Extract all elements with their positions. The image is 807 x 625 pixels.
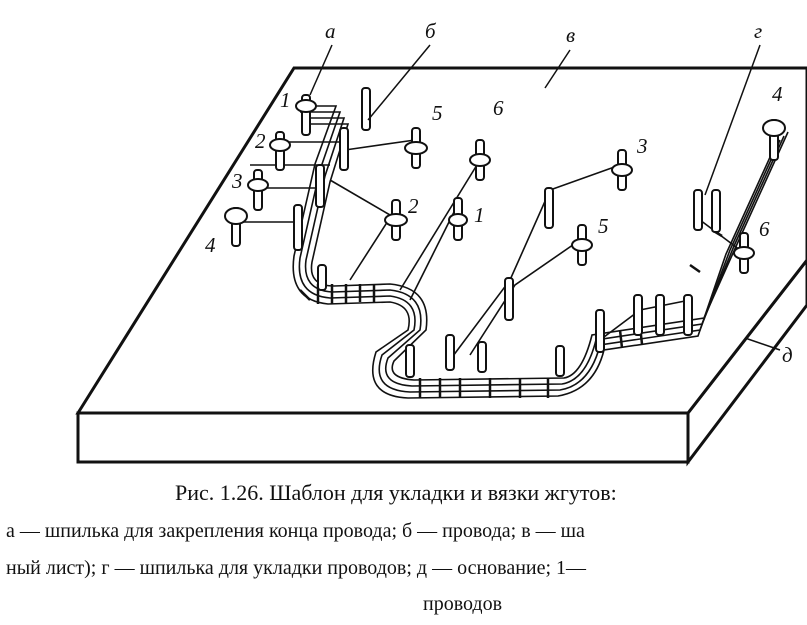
pin bbox=[633, 294, 643, 336]
number-left-4: 4 bbox=[205, 233, 216, 257]
label-d: д bbox=[782, 343, 793, 367]
pin bbox=[504, 277, 514, 321]
leader-b bbox=[367, 44, 431, 121]
base-front-face bbox=[76, 411, 690, 464]
pin bbox=[361, 87, 371, 131]
pin bbox=[693, 189, 703, 231]
number-far-4: 4 bbox=[772, 82, 783, 106]
leader-a bbox=[309, 44, 333, 96]
label-v: в bbox=[566, 23, 575, 47]
figure-caption-line-2: ный лист); г — шпилька для укладки прово… bbox=[6, 557, 587, 579]
pin bbox=[477, 341, 487, 373]
number-mid-5: 5 bbox=[432, 101, 443, 125]
pin bbox=[595, 309, 605, 353]
number-mid-1: 1 bbox=[474, 203, 485, 227]
wire-knots bbox=[224, 99, 786, 260]
pin bbox=[339, 127, 349, 171]
number-left-1: 1 bbox=[280, 88, 291, 112]
number-far-6: 6 bbox=[759, 217, 770, 241]
figure-caption-line-3: проводов bbox=[423, 593, 503, 615]
number-left-3: 3 bbox=[231, 169, 243, 193]
label-b: б bbox=[425, 19, 437, 43]
leader-v bbox=[544, 49, 571, 89]
pin bbox=[445, 334, 455, 371]
number-right-3: 3 bbox=[636, 134, 648, 158]
pin bbox=[317, 264, 327, 291]
pin bbox=[655, 294, 665, 336]
leader-g bbox=[704, 44, 761, 196]
pin bbox=[405, 344, 415, 378]
leader-lines bbox=[309, 44, 781, 351]
pin bbox=[544, 187, 554, 229]
number-right-5: 5 bbox=[598, 214, 609, 238]
number-mid-6: 6 bbox=[493, 96, 504, 120]
pin bbox=[711, 189, 721, 233]
number-left-2: 2 bbox=[255, 129, 266, 153]
figure-caption-title: Рис. 1.26. Шаблон для укладки и вязки жг… bbox=[175, 480, 617, 505]
template-sheet bbox=[75, 66, 807, 415]
label-g: г bbox=[754, 19, 762, 43]
leader-d bbox=[744, 337, 781, 351]
pin bbox=[683, 294, 693, 336]
pin bbox=[555, 345, 565, 377]
pin bbox=[293, 204, 303, 251]
label-a: а bbox=[325, 19, 336, 43]
pin bbox=[315, 164, 325, 208]
figure-caption-line-1: а — шпилька для закрепления конца провод… bbox=[6, 520, 585, 542]
number-mid-2: 2 bbox=[408, 194, 419, 218]
